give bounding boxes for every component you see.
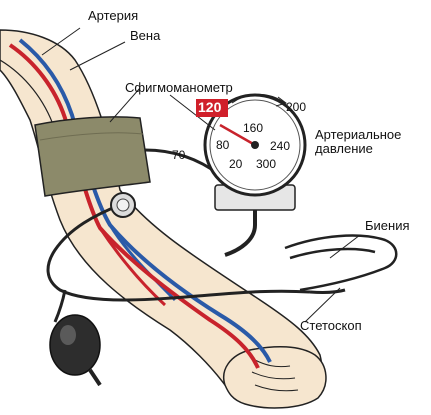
pressure-gauge-icon [205,94,305,255]
label-arterial-pressure: Артериальное давление [315,128,415,156]
label-stethoscope: Стетоскоп [300,318,362,333]
label-artery: Артерия [88,8,138,23]
gauge-tick-20: 20 [229,157,242,172]
gauge-tick-300: 300 [256,157,276,172]
gauge-tick-200: 200 [286,100,306,115]
gauge-tick-70: 70 [172,148,185,163]
rubber-bulb-icon [50,290,100,385]
label-pressure-line2: давление [315,142,415,156]
gauge-reading: 120 [198,100,221,115]
label-sphygmomanometer: Сфигмоманометр [125,80,233,95]
cuff-icon [35,117,150,196]
gauge-tick-80: 80 [216,138,229,153]
gauge-tick-240: 240 [270,139,290,154]
label-beats: Биения [365,218,410,233]
gauge-tick-160: 160 [243,121,263,136]
label-pressure-line1: Артериальное [315,128,415,142]
label-vein: Вена [130,28,160,43]
